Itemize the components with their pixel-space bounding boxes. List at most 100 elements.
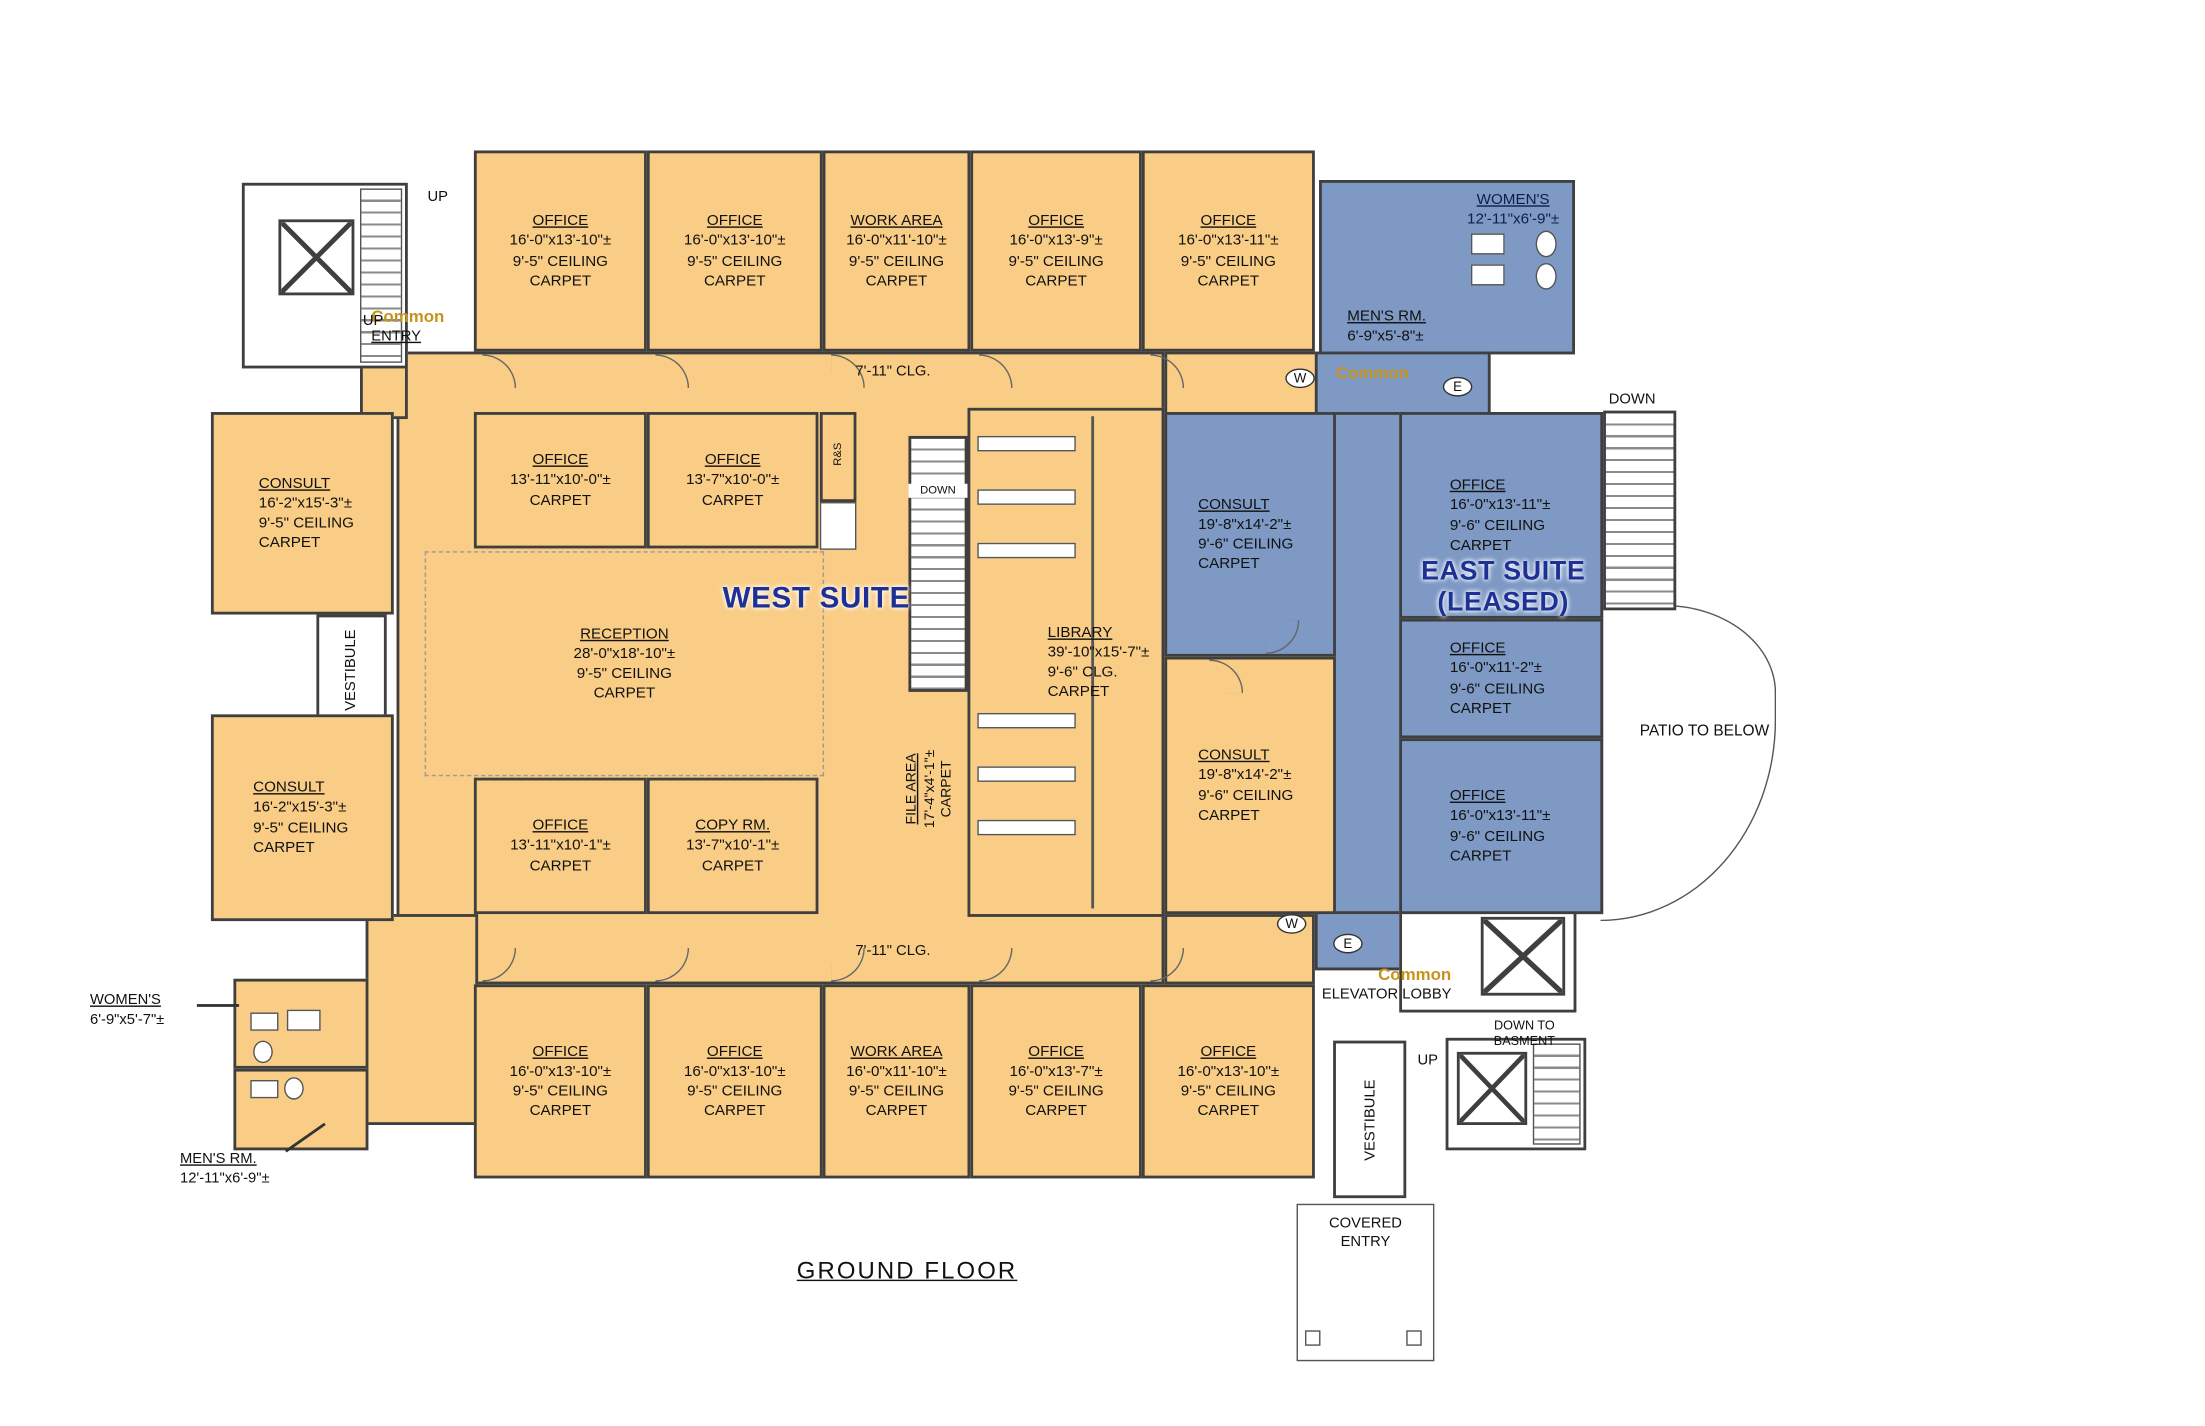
room-dims: 13'-7"x10'-1"± bbox=[686, 837, 780, 855]
room-ceiling: 9'-6" CEILING bbox=[1449, 516, 1546, 534]
room-ceiling: 9'-5" CEILING bbox=[848, 1082, 945, 1100]
rs-closet bbox=[819, 412, 857, 503]
leader-line bbox=[196, 1004, 240, 1007]
room-dims: 12'-11"x6'-9"± bbox=[180, 1170, 270, 1187]
label-womens-top: WOMEN'S 12'-11"x6'-9"± bbox=[1434, 186, 1592, 234]
vestibule-text: VESTIBULE bbox=[1361, 1079, 1379, 1161]
room-name: WOMEN'S bbox=[90, 991, 161, 1009]
room-office-b1: OFFICE 16'-0"x13'-10"± 9'-5" CEILING CAR… bbox=[473, 984, 647, 1179]
room-dims: 13'-11"x10'-0"± bbox=[510, 471, 611, 489]
room-floor: CARPET bbox=[939, 760, 955, 818]
room-ceiling: 9'-6" CEILING bbox=[1198, 535, 1294, 553]
room-floor: CARPET bbox=[253, 838, 315, 856]
room-dims: 6'-9"x5'-8"± bbox=[1347, 327, 1424, 345]
rs-label: R&S bbox=[831, 433, 845, 475]
restrooms-top-block bbox=[1319, 180, 1575, 355]
room-office-m1: OFFICE 13'-11"x10'-0"± CARPET bbox=[473, 412, 647, 549]
room-floor: CARPET bbox=[1197, 1102, 1260, 1120]
room-name: OFFICE bbox=[532, 1043, 589, 1061]
room-reception: RECEPTION 28'-0"x18'-10"± 9'-5" CEILING … bbox=[425, 551, 824, 776]
up-text: UP bbox=[427, 188, 449, 206]
room-name: CONSULT bbox=[253, 779, 325, 797]
entry-column bbox=[1406, 1330, 1422, 1346]
bookshelf bbox=[977, 819, 1076, 836]
up-bottom-label: UP bbox=[1418, 1052, 1439, 1070]
east-corridor-bottom-wedge bbox=[1314, 911, 1403, 971]
room-consult-sw: CONSULT 16'-2"x15'-3"± 9'-5" CEILING CAR… bbox=[210, 714, 394, 922]
down-to-basement-label: DOWN TO BASMENT bbox=[1479, 1018, 1569, 1050]
room-office-m2: OFFICE 13'-7"x10'-0"± CARPET bbox=[646, 412, 819, 549]
room-name: WORK AREA bbox=[850, 1043, 943, 1061]
room-floor: CARPET bbox=[1198, 555, 1260, 573]
room-consult-east-blue: CONSULT 19'-8"x14'-2"± 9'-6" CEILING CAR… bbox=[1164, 412, 1336, 657]
room-name: CONSULT bbox=[1198, 496, 1270, 514]
room-dims: 16'-0"x13'-11"± bbox=[1449, 807, 1551, 825]
corridor-bottom-ceiling-label: 7'-11" CLG. bbox=[809, 942, 978, 960]
label-womens-bottom: WOMEN'S 6'-9"x5'-7"± bbox=[90, 989, 208, 1034]
west-suite-text: WEST SUITE bbox=[722, 582, 911, 615]
room-floor: CARPET bbox=[1198, 806, 1260, 824]
room-dims: 16'-0"x13'-10"± bbox=[509, 1063, 612, 1080]
room-name: OFFICE bbox=[1449, 788, 1506, 805]
title-text: GROUND FLOOR bbox=[796, 1257, 1018, 1284]
room-name: MEN'S RM. bbox=[1347, 307, 1427, 325]
rs-text: R&S bbox=[831, 442, 844, 466]
marker-east-top: E bbox=[1442, 376, 1473, 397]
room-dims: 16'-0"x13'-11"± bbox=[1178, 232, 1279, 250]
elevator-shaft-top-left bbox=[278, 219, 355, 296]
west-suite-label: WEST SUITE bbox=[700, 582, 932, 616]
bookshelf bbox=[977, 712, 1076, 729]
room-ceiling: 9'-5" CEILING bbox=[512, 1082, 608, 1100]
stairwell-top-right bbox=[1603, 410, 1677, 611]
room-dims: 16'-0"x11'-10"± bbox=[846, 1063, 947, 1080]
vestibule-bottom bbox=[1333, 1040, 1407, 1199]
room-dims: 16'-0"x11'-10"± bbox=[846, 232, 947, 250]
page-title: GROUND FLOOR bbox=[788, 1257, 1027, 1285]
covered-entry-label: COVERED ENTRY bbox=[1308, 1215, 1423, 1252]
room-office-t2: OFFICE 16'-0"x13'-10"± 9'-5" CEILING CAR… bbox=[646, 150, 823, 352]
elevator-lobby-label: ELEVATOR LOBBY bbox=[1322, 986, 1452, 1004]
room-office-b2: OFFICE 16'-0"x13'-10"± 9'-5" CEILING CAR… bbox=[646, 984, 823, 1179]
room-office-e2: OFFICE 16'-0"x11'-2"± 9'-6" CEILING CARP… bbox=[1399, 618, 1604, 739]
room-office-t4: OFFICE 16'-0"x13'-9"± 9'-5" CEILING CARP… bbox=[970, 150, 1142, 352]
room-name: OFFICE bbox=[1028, 212, 1084, 230]
room-floor: CARPET bbox=[701, 857, 764, 875]
sink-fixture bbox=[250, 1012, 279, 1031]
stair-treads-top-left bbox=[360, 188, 403, 363]
room-library: LIBRARY 39'-10"x15'-7"± 9'-6" CLG. CARPE… bbox=[967, 407, 1165, 917]
room-name: OFFICE bbox=[532, 212, 589, 230]
bookshelf bbox=[977, 489, 1076, 505]
vestibule-bottom-label: VESTIBULE bbox=[1362, 1057, 1380, 1184]
room-name: OFFICE bbox=[1449, 477, 1506, 495]
room-dims: 12'-11"x6'-9"± bbox=[1467, 210, 1560, 228]
up-text: UP bbox=[362, 312, 384, 330]
patio-outline bbox=[1600, 604, 1777, 922]
elevator-shaft-bottom-right bbox=[1456, 1051, 1528, 1125]
room-dims: 16'-0"x13'-9"± bbox=[1009, 232, 1103, 250]
room-floor: CARPET bbox=[701, 491, 764, 509]
room-name: OFFICE bbox=[1449, 640, 1506, 658]
room-ceiling: 9'-5" CEILING bbox=[1008, 252, 1104, 270]
elevator-shaft-lobby bbox=[1480, 916, 1566, 996]
covered-text: COVERED bbox=[1328, 1215, 1402, 1232]
room-ceiling: 9'-5" CEILING bbox=[512, 252, 608, 270]
room-name: OFFICE bbox=[706, 212, 763, 230]
common-entry-label: Common ENTRY bbox=[371, 307, 444, 347]
room-dims: 19'-8"x14'-2"± bbox=[1198, 516, 1292, 533]
common-text: Common bbox=[1378, 964, 1452, 985]
down-text: DOWN bbox=[1608, 390, 1656, 408]
sink-fixture bbox=[286, 1009, 321, 1031]
room-name: RECEPTION bbox=[580, 625, 669, 643]
label-mens-top: MEN'S RM. 6'-9"x5'-8"± bbox=[1347, 304, 1488, 349]
room-floor: CARPET bbox=[1449, 536, 1512, 554]
sink-fixture bbox=[1470, 264, 1505, 286]
basment-text: BASMENT bbox=[1493, 1033, 1555, 1049]
up-text: UP bbox=[1417, 1051, 1439, 1069]
marker-letter: E bbox=[1343, 935, 1353, 952]
room-ceiling: 9'-5" CEILING bbox=[1180, 252, 1276, 270]
east-suite-text-1: EAST SUITE bbox=[1421, 556, 1586, 587]
room-name: WOMEN'S bbox=[1476, 191, 1550, 209]
sink-fixture bbox=[250, 1080, 279, 1099]
